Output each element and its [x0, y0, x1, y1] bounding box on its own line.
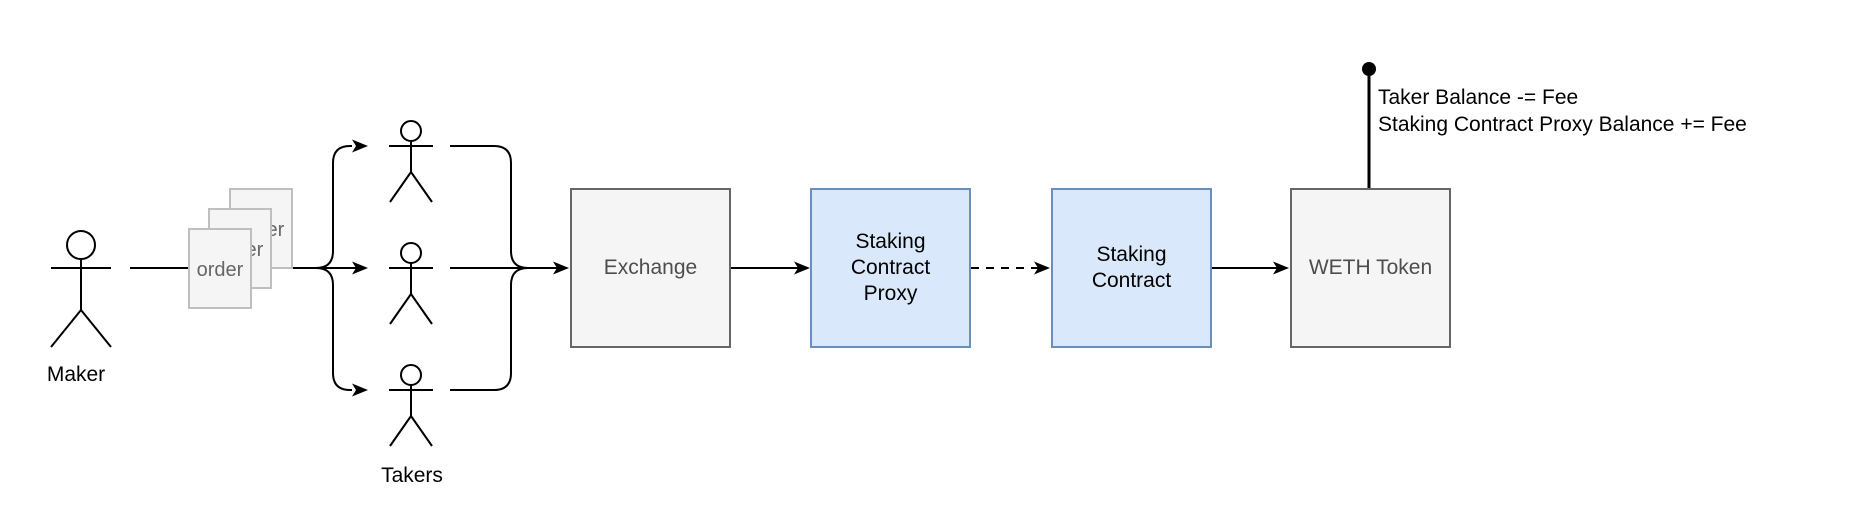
arrowhead-to-exchange — [553, 261, 569, 275]
split-branch-arrowheads — [352, 139, 368, 397]
arrow-staking-contract-to-weth — [1212, 261, 1289, 275]
merge-branch-bottom — [450, 267, 529, 391]
arrowhead-to-weth — [1273, 261, 1289, 275]
node-staking-contract-label: Staking Contract — [1091, 243, 1172, 292]
annotation-dot-icon — [1362, 62, 1376, 76]
maker-leg-left — [50, 309, 82, 348]
node-staking-contract-proxy-label: Staking Contract Proxy — [850, 230, 931, 305]
annotation-connector — [1362, 62, 1376, 188]
order-sheet-front: order — [188, 228, 252, 309]
arrowhead-to-staking-contract — [1034, 261, 1050, 275]
order-stack: order order order — [188, 188, 293, 309]
taker-2-leg-left — [389, 293, 412, 325]
fee-annotation-line2: Staking Contract Proxy Balance += Fee — [1378, 113, 1747, 136]
takers-label: Takers — [381, 464, 443, 487]
taker-figure-2 — [389, 242, 433, 325]
taker-figure-1 — [389, 120, 433, 203]
taker-2-head — [400, 242, 422, 264]
fee-annotation: Taker Balance -= Fee Staking Contract Pr… — [1378, 84, 1747, 138]
arrowhead-to-taker-2 — [352, 261, 368, 275]
node-weth-token-label: WETH Token — [1308, 256, 1433, 279]
node-exchange: Exchange — [570, 188, 731, 348]
maker-figure — [50, 230, 112, 348]
split-branch-bottom — [315, 267, 352, 391]
taker-1-leg-left — [389, 171, 412, 203]
node-exchange-label: Exchange — [603, 256, 698, 279]
arrowhead-to-proxy — [794, 261, 810, 275]
merge-branch-top — [450, 145, 529, 269]
arrowhead-to-taker-1 — [352, 139, 368, 153]
split-branch-connectors — [315, 145, 352, 391]
order-sheet-front-label: order — [197, 259, 244, 281]
arrowhead-to-taker-3 — [352, 383, 368, 397]
merge-branch-connectors — [450, 145, 557, 391]
taker-2-leg-right — [410, 293, 433, 325]
fee-annotation-line1: Taker Balance -= Fee — [1378, 86, 1579, 109]
taker-figure-3 — [389, 364, 433, 447]
maker-leg-right — [80, 309, 112, 348]
maker-head — [66, 230, 96, 260]
taker-1-leg-right — [410, 171, 433, 203]
node-staking-contract-proxy: Staking Contract Proxy — [810, 188, 971, 348]
node-weth-token: WETH Token — [1290, 188, 1451, 348]
taker-3-leg-left — [389, 415, 412, 447]
taker-3-leg-right — [410, 415, 433, 447]
arrow-exchange-to-proxy — [731, 261, 810, 275]
split-branch-top — [315, 145, 352, 269]
taker-1-head — [400, 120, 422, 142]
maker-label: Maker — [46, 363, 106, 386]
node-staking-contract: Staking Contract — [1051, 188, 1212, 348]
taker-3-head — [400, 364, 422, 386]
arrow-proxy-to-staking-contract — [971, 261, 1050, 275]
